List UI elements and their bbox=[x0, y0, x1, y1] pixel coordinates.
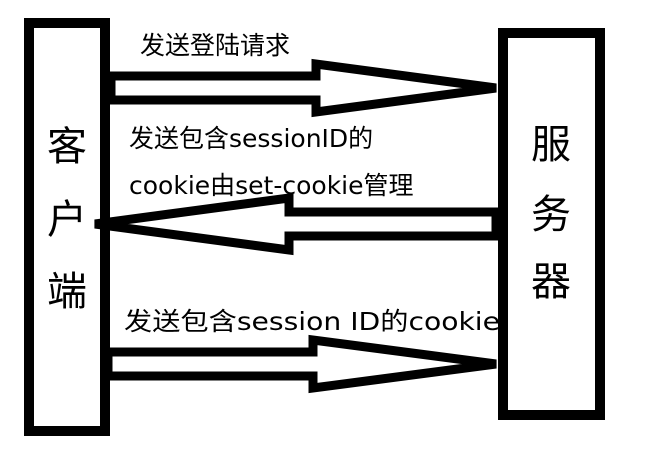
server-label-char-1: 服 bbox=[531, 122, 571, 168]
arrow-set-cookie bbox=[94, 192, 501, 256]
server-label-char-2: 务 bbox=[531, 192, 571, 238]
arrow-send-cookie bbox=[103, 334, 497, 394]
client-node: 客 户 端 bbox=[24, 18, 110, 436]
client-label-char-3: 端 bbox=[47, 269, 87, 315]
message-send-cookie-label: 发送包含session ID的cookie bbox=[124, 307, 500, 336]
server-box bbox=[498, 28, 605, 420]
client-label-char-2: 户 bbox=[47, 197, 87, 243]
arrow-login-request bbox=[106, 58, 497, 118]
message-set-cookie-label-line-2: cookie由set-cookie管理 bbox=[129, 171, 414, 200]
message-set-cookie-label-line-1: 发送包含sessionID的 bbox=[129, 124, 373, 153]
message-login-request-label: 发送登陆请求 bbox=[140, 31, 290, 60]
server-node: 服 务 器 bbox=[498, 28, 605, 420]
client-label-char-1: 客 bbox=[47, 124, 87, 170]
server-label-char-3: 器 bbox=[531, 259, 571, 305]
